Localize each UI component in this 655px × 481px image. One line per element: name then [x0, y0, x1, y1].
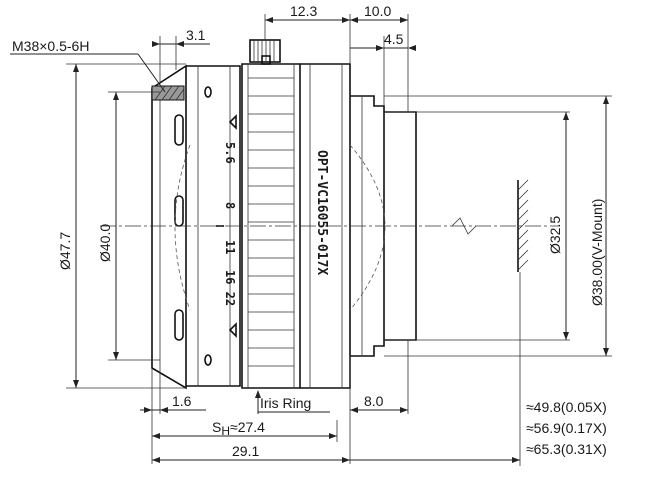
thread-section [151, 85, 185, 101]
dia-47-7-label: Ø47.7 [57, 232, 73, 270]
sh-label: SH≈27.4 [212, 419, 265, 438]
model-engraving: OPT-VC16055-017X [314, 150, 329, 275]
barrel-screw-bottom [204, 354, 212, 366]
dim-10-0-label: 10.0 [364, 3, 391, 19]
dim-sh: SH≈27.4 [152, 419, 338, 442]
wd-0-17x: ≈56.9(0.17X) [526, 420, 607, 436]
dim-bottom-8-0: 8.0 [349, 340, 409, 464]
index-mark-top [228, 114, 237, 130]
aperture-11: 11 [223, 240, 237, 254]
lock-screw-knob[interactable] [249, 39, 281, 63]
image-plane-hatching [517, 179, 529, 271]
lock-screw-stem [261, 55, 271, 65]
aperture-5-6: 5.6 [223, 142, 237, 164]
rear-tube-extension [384, 111, 570, 341]
aperture-8: 8 [223, 202, 237, 209]
dim-thread: M38×0.5-6H 3.1 [10, 27, 210, 93]
dim-4-5-label: 4.5 [384, 31, 404, 47]
barrel-slot-3 [174, 309, 184, 341]
lock-screw-knurl [253, 40, 275, 62]
axis-break-mark [451, 217, 477, 235]
dim-3-1-label: 3.1 [186, 27, 206, 43]
iris-ring-label: Iris Ring [260, 395, 311, 411]
aperture-16-22: 16 22 [223, 270, 237, 306]
barrel-slot-1 [174, 114, 184, 146]
dim-dia-40-0: Ø40.0 [97, 91, 160, 361]
thread-hatching [154, 85, 185, 101]
dim-29-1-label: 29.1 [232, 443, 259, 459]
dia-38-label: Ø38.00(V-Mount) [589, 199, 605, 306]
iris-ring-knurl [248, 77, 294, 367]
dim-dia-47-7: Ø47.7 [57, 63, 186, 389]
index-mark-bottom [228, 322, 237, 338]
rear-lens-curve [349, 144, 386, 311]
dim-working-distance: ≈49.8(0.05X) ≈56.9(0.17X) ≈65.3(0.31X) [350, 272, 607, 466]
dim-dia-38: Ø38.00(V-Mount) [384, 95, 612, 357]
dim-8-0-label: 8.0 [364, 393, 384, 409]
wd-0-31x: ≈65.3(0.31X) [526, 441, 607, 457]
dia-40-0-label: Ø40.0 [97, 224, 113, 262]
wd-0-05x: ≈49.8(0.05X) [526, 399, 607, 415]
lens-markings: OPT-VC16055-017X 5.6 8 11 16 22 [223, 142, 329, 306]
dim-top-12-3: 12.3 [264, 3, 350, 40]
barrel-screw-top [204, 86, 212, 98]
dia-32-5-label: Ø32.5 [547, 216, 563, 254]
lens-body [151, 39, 570, 390]
dim-dia-32-5: Ø32.5 [547, 112, 569, 340]
dim-1-6-label: 1.6 [172, 393, 192, 409]
dim-top-4-5: 4.5 [350, 31, 416, 106]
front-lens-curve [174, 144, 191, 311]
dim-bottom-1-6: 1.6 [140, 368, 206, 464]
dim-12-3-label: 12.3 [290, 3, 317, 19]
thread-label: M38×0.5-6H [12, 38, 89, 54]
iris-ring-callout: Iris Ring [255, 390, 330, 414]
dim-bottom-29-1: 29.1 [152, 443, 350, 463]
